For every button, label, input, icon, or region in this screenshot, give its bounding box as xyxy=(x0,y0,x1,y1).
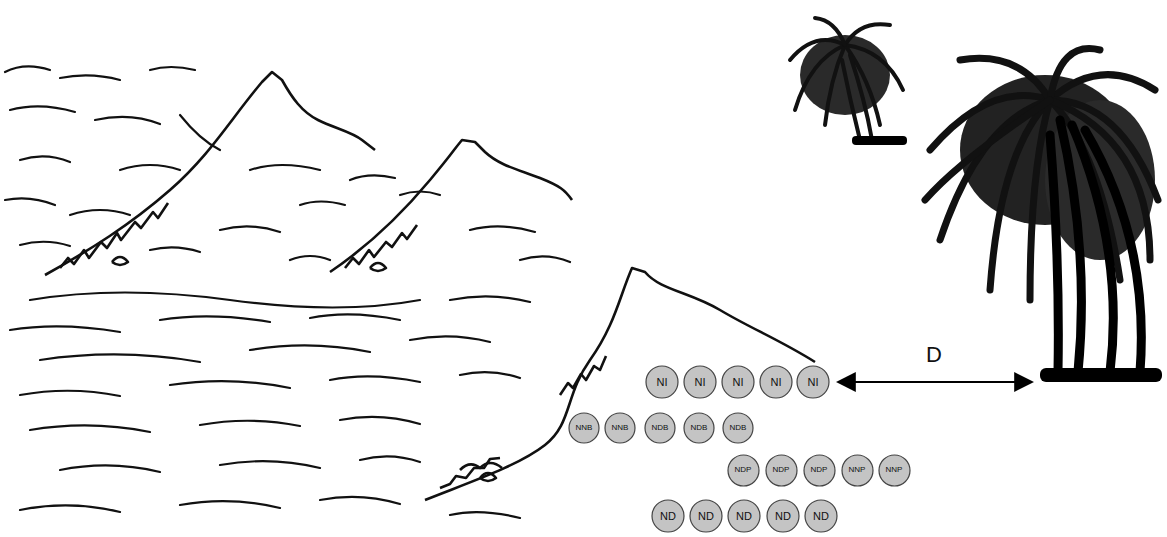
zone-circle: NDP xyxy=(765,454,798,487)
zone-circle: NI xyxy=(796,365,830,399)
circle-shape xyxy=(684,413,714,443)
small-palm-tree xyxy=(790,18,907,145)
zone-code: ND xyxy=(775,511,791,522)
zone-circle: ND xyxy=(689,499,723,533)
zone-code: NDB xyxy=(730,424,747,432)
zone-circle: NNP xyxy=(841,454,874,487)
zone-circle: NDB xyxy=(644,412,676,444)
circle-shape xyxy=(797,366,829,398)
zone-circle: ND xyxy=(727,499,761,533)
circle-shape xyxy=(690,500,722,532)
zone-circle: NNB xyxy=(604,412,636,444)
zone-circle: NDP xyxy=(803,454,836,487)
circle-shape xyxy=(652,500,684,532)
circle-shape xyxy=(805,500,837,532)
zone-code: NNP xyxy=(886,466,903,474)
zone-circle: NI xyxy=(721,365,755,399)
circle-shape xyxy=(569,413,599,443)
circle-shape xyxy=(767,500,799,532)
shorelines xyxy=(45,72,815,500)
zone-circle: ND xyxy=(651,499,685,533)
circle-shape xyxy=(842,455,873,486)
circle-shape xyxy=(684,366,716,398)
zone-circle: NI xyxy=(645,365,679,399)
circle-shape xyxy=(605,413,635,443)
zone-circle: ND xyxy=(804,499,838,533)
circle-shape xyxy=(766,455,797,486)
distance-label: D xyxy=(926,344,942,366)
zone-code: NNP xyxy=(849,466,866,474)
zone-circle: NDP xyxy=(727,454,760,487)
circle-shape xyxy=(879,455,910,486)
zone-circle: NI xyxy=(683,365,717,399)
zone-code: ND xyxy=(736,511,752,522)
zone-circle: NNB xyxy=(568,412,600,444)
waves xyxy=(5,66,570,518)
zone-code: NNB xyxy=(612,424,629,432)
zone-code: NI xyxy=(808,377,819,388)
circle-shape xyxy=(645,413,675,443)
circle-shape xyxy=(728,500,760,532)
zone-code: ND xyxy=(813,511,829,522)
circle-shape xyxy=(723,413,753,443)
zone-circle: NDB xyxy=(722,412,754,444)
circle-shape xyxy=(804,455,835,486)
zone-circle: NI xyxy=(759,365,793,399)
large-palm-tree xyxy=(925,49,1162,382)
zone-code: ND xyxy=(698,511,714,522)
zone-code: NDP xyxy=(773,466,790,474)
circle-shape xyxy=(760,366,792,398)
zone-circle: NNP xyxy=(878,454,911,487)
circle-shape xyxy=(728,455,759,486)
zone-code: NDB xyxy=(691,424,708,432)
circle-shape xyxy=(646,366,678,398)
zone-code: NNB xyxy=(576,424,593,432)
zone-code: NI xyxy=(695,377,706,388)
zone-circle: ND xyxy=(766,499,800,533)
zone-code: ND xyxy=(660,511,676,522)
distance-arrow xyxy=(838,381,1032,383)
zone-code: NI xyxy=(771,377,782,388)
zone-code: NI xyxy=(657,377,668,388)
zone-code: NI xyxy=(733,377,744,388)
zone-code: NDB xyxy=(652,424,669,432)
zone-circle: NDB xyxy=(683,412,715,444)
circle-shape xyxy=(722,366,754,398)
zone-code: NDP xyxy=(811,466,828,474)
zone-code: NDP xyxy=(735,466,752,474)
